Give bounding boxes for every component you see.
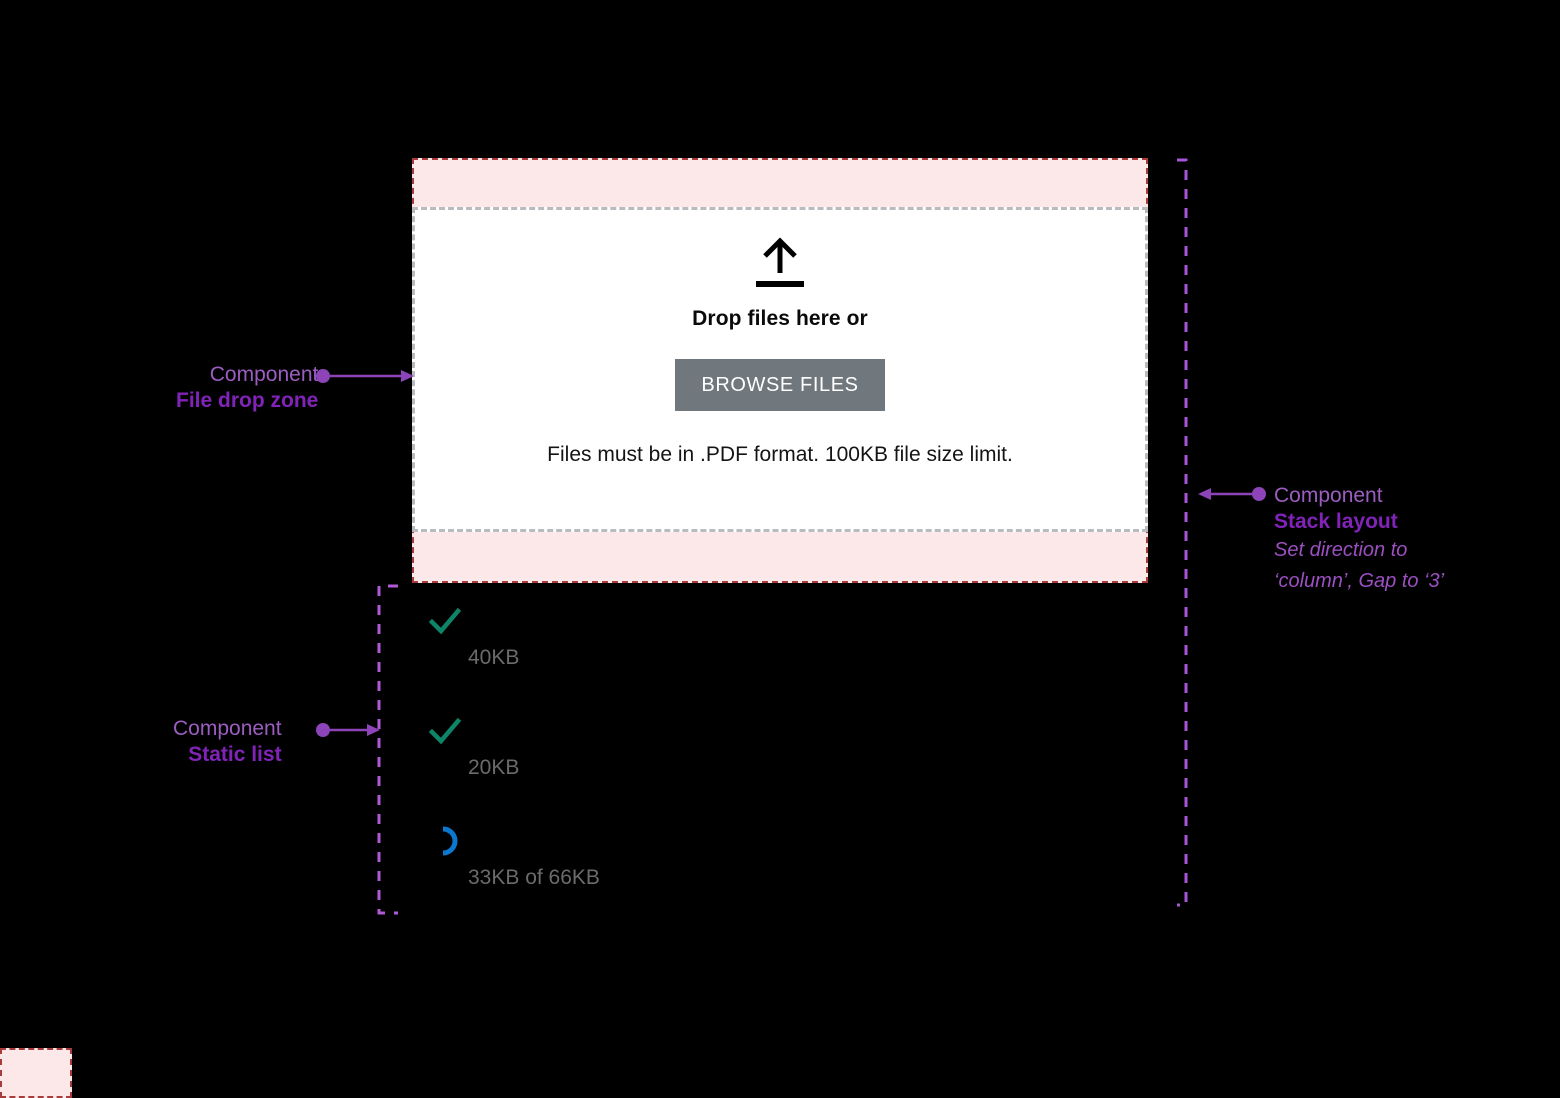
- list-item[interactable]: 33KB of 66KB: [428, 820, 1128, 930]
- annotation-arrow-static-list: [316, 723, 380, 737]
- padding-legend-swatch: [0, 1048, 72, 1098]
- annotation-kind-label: Component: [173, 717, 282, 740]
- annotation-name-label: Static list: [188, 743, 282, 767]
- annotation-kind-label: Component: [1274, 484, 1383, 507]
- spinner-icon: [442, 826, 458, 856]
- static-list: 40KB 20KB 33KB of 66KB: [428, 600, 1128, 930]
- annotation-static-list: Component Static list: [173, 716, 282, 768]
- drop-zone-hint-text: Files must be in .PDF format. 100KB file…: [547, 443, 1013, 466]
- upload-arrow-icon: [756, 237, 804, 287]
- browse-files-button[interactable]: BROWSE FILES: [675, 359, 885, 411]
- static-list-bracket: [377, 584, 398, 915]
- annotation-note-line-1: Set direction to: [1274, 539, 1408, 562]
- list-item[interactable]: 20KB: [428, 710, 1128, 820]
- list-item[interactable]: 40KB: [428, 600, 1128, 710]
- stack-layout-bracket: [1177, 158, 1188, 907]
- annotation-file-drop-zone: Component File drop zone: [176, 362, 318, 414]
- annotation-name-label: Stack layout: [1274, 510, 1398, 534]
- annotation-arrow-file-drop-zone: [316, 369, 414, 383]
- annotation-name-label: File drop zone: [176, 389, 319, 413]
- check-icon: [428, 717, 462, 745]
- annotation-stack-layout: Component Stack layout Set direction to …: [1274, 483, 1444, 597]
- list-item-filesize: 33KB of 66KB: [468, 866, 600, 889]
- list-item-filesize: 40KB: [468, 646, 520, 669]
- drop-zone-title: Drop files here or: [692, 307, 868, 330]
- check-icon: [428, 607, 462, 635]
- list-item-filesize: 20KB: [468, 756, 520, 779]
- file-drop-zone[interactable]: Drop files here or BROWSE FILES Files mu…: [412, 207, 1148, 532]
- annotation-arrow-stack-layout: [1198, 487, 1266, 501]
- annotation-kind-label: Component: [209, 363, 319, 386]
- annotation-note-line-2: ‘column’, Gap to ‘3’: [1274, 570, 1445, 593]
